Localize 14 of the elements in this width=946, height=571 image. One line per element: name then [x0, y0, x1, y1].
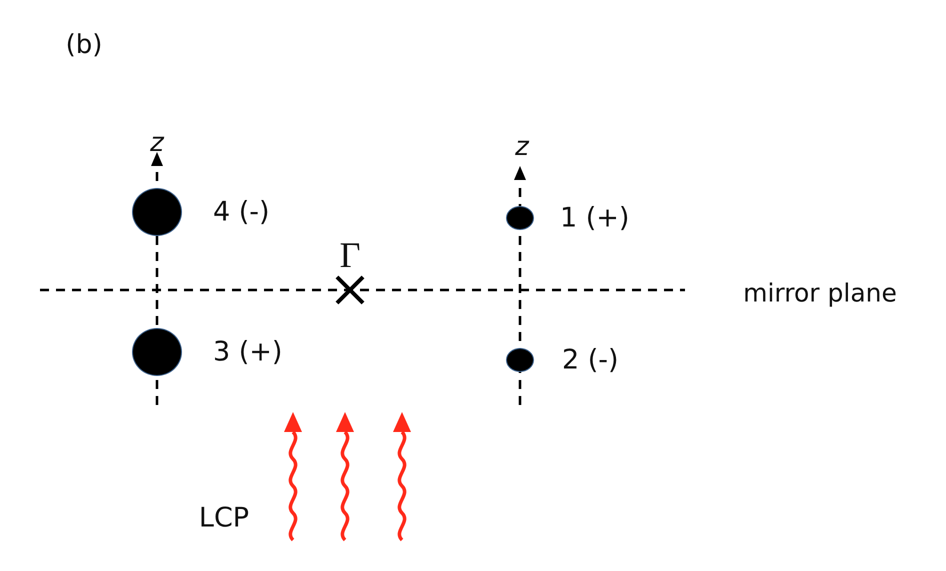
panel-label: (b) — [66, 32, 102, 58]
point-label: 2 (-) — [562, 346, 619, 374]
point-label: 1 (+) — [560, 204, 630, 232]
dot — [507, 207, 533, 229]
point-label: 3 (+) — [213, 338, 282, 366]
plane-label: mirror plane — [743, 280, 897, 306]
axis-label: z — [515, 134, 529, 160]
dot — [133, 329, 181, 375]
dot — [507, 349, 533, 371]
axis-label: z — [150, 130, 164, 156]
light-label: LCP — [198, 504, 250, 532]
dot — [133, 189, 181, 235]
point-label: 4 (-) — [213, 198, 270, 226]
point-label: Γ — [340, 237, 360, 273]
